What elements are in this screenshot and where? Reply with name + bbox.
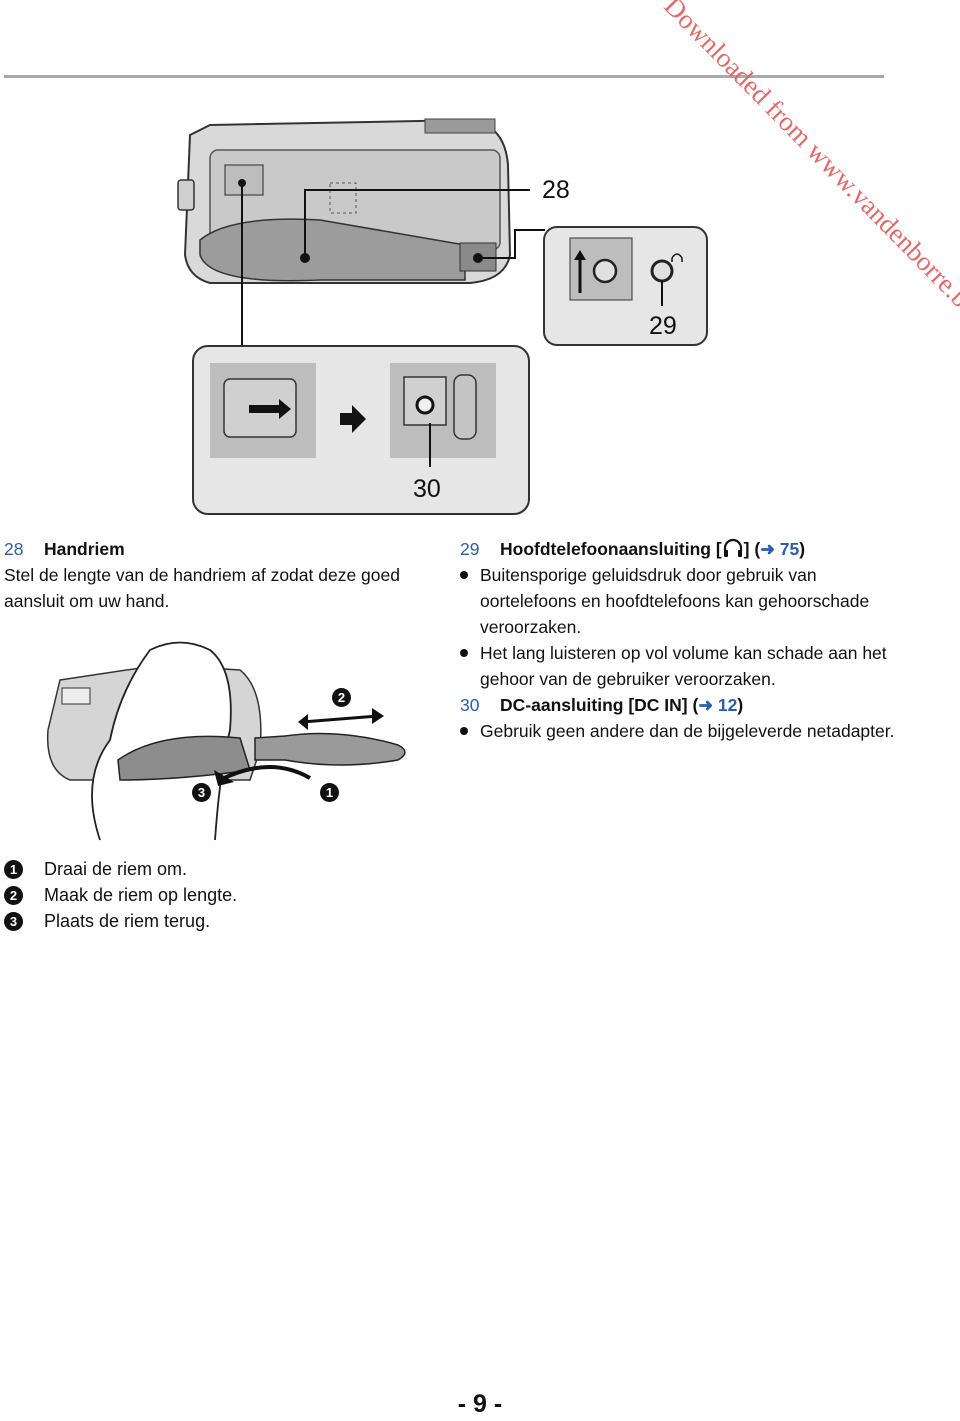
section-29-heading: 29 Hoofdtelefoonaansluiting [ ] (➜ 75) [460, 536, 900, 562]
section-29-title: Hoofdtelefoonaansluiting [ ] (➜ 75) [500, 538, 806, 559]
section-28: 28 Handriem Stel de lengte van de handrie… [4, 536, 424, 614]
section-30-ref-page[interactable]: 12 [717, 695, 738, 715]
section-28-body: Stel de lengte van de handriem af zodat … [4, 565, 400, 611]
section-29-ref-page[interactable]: 75 [779, 539, 800, 559]
dc-in-drawing [210, 363, 496, 467]
marker-1: 1 [320, 783, 339, 802]
bullet-icon [460, 649, 468, 657]
callout-29: 29 [649, 312, 677, 340]
section-30-title: DC-aansluiting [DC IN] (➜ 12) [500, 695, 743, 715]
step-item-1: 1 Draai de riem om. [4, 856, 237, 882]
callout-30: 30 [413, 475, 441, 503]
step-marker-2: 2 [4, 885, 23, 905]
section-29-ref-arrow: ➜ [760, 539, 775, 559]
strap-adjust-drawing [46, 641, 406, 841]
section-29-bullet-1-text: Buitensporige geluidsdruk door gebruik v… [480, 565, 870, 637]
headphone-jack-inset: 29 [543, 226, 708, 346]
section-29-ref-close: ) [799, 539, 806, 559]
bullet-icon [460, 571, 468, 579]
step-text-1: Draai de riem om. [44, 859, 188, 879]
marker-3: 3 [192, 783, 211, 802]
section-30-bullet-1: Gebruik geen andere dan de bijgeleverde … [460, 718, 900, 744]
section-30-ref-close: ) [737, 695, 744, 715]
camcorder-illustration [177, 118, 512, 284]
step-text-3: Plaats de riem terug. [44, 911, 211, 931]
section-30-ref-arrow: ➜ [698, 695, 713, 715]
section-29-bullet-2-text: Het lang luisteren op vol volume kan sch… [480, 643, 887, 689]
section-29-number: 29 [460, 539, 480, 559]
section-30-title-text: DC-aansluiting [DC IN] ( [500, 695, 699, 715]
header-rule [4, 75, 884, 78]
steps-list: 1 Draai de riem om. 2 Maak de riem op leng… [4, 856, 237, 934]
headphone-icon [723, 538, 742, 557]
section-29-bullet-2: Het lang luisteren op vol volume kan sch… [460, 640, 900, 692]
callout-28: 28 [542, 176, 570, 204]
step-marker-1: 1 [4, 859, 23, 879]
headphone-jack-drawing [569, 237, 683, 306]
step-item-3: 3 Plaats de riem terug. [4, 908, 237, 934]
section-29-title-text: Hoofdtelefoonaansluiting [ [500, 539, 722, 559]
step-marker-3: 3 [4, 911, 23, 931]
step-text-2: Maak de riem op lengte. [44, 885, 238, 905]
section-28-title: Handriem [44, 539, 125, 559]
section-28-heading: 28 Handriem [4, 536, 424, 562]
marker-2: 2 [332, 688, 351, 707]
bullet-icon [460, 727, 468, 735]
section-28-number: 28 [4, 539, 24, 559]
section-30-heading: 30 DC-aansluiting [DC IN] (➜ 12) [460, 692, 900, 718]
callout-lines [238, 179, 545, 345]
strap-figure: 2 1 3 [40, 630, 420, 845]
page-number: - 9 - [457, 1390, 503, 1418]
section-29-bullet-1: Buitensporige geluidsdruk door gebruik v… [460, 562, 900, 640]
section-30-number: 30 [460, 695, 480, 715]
step-item-2: 2 Maak de riem op lengte. [4, 882, 237, 908]
section-30-bullet-1-text: Gebruik geen andere dan de bijgeleverde … [480, 721, 895, 741]
dc-in-inset: 30 [192, 345, 530, 515]
section-29-title-suffix: ] ( [743, 539, 761, 559]
